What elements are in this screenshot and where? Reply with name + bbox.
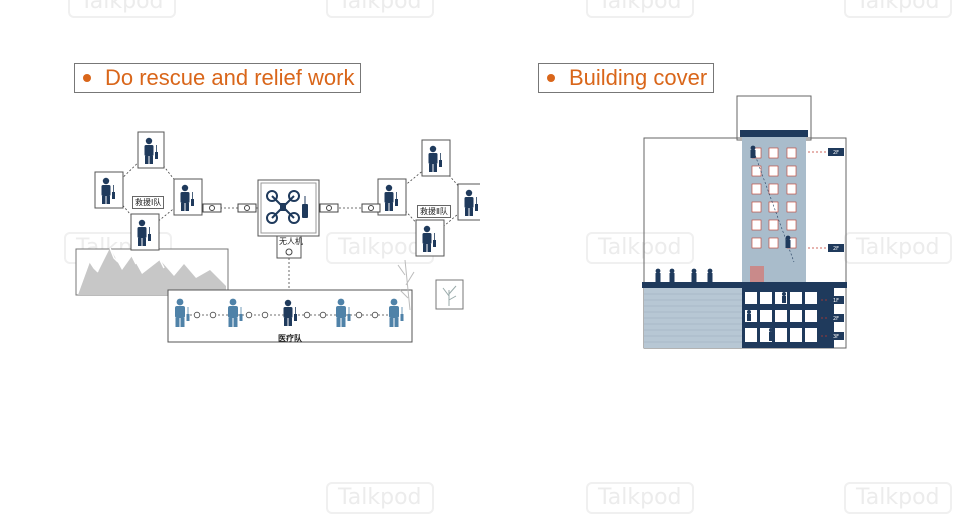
floor-tag: 2F [833,246,839,252]
bullet-icon [547,74,555,82]
roof-people [655,268,713,282]
watermark: Talkpod [586,232,694,264]
floor-tag: 2F [833,150,839,156]
watermark: Talkpod [844,0,952,18]
medical-team-label: 医疗队 [278,334,302,343]
building-heading-text: Building cover [569,65,708,90]
rescue-heading-text: Do rescue and relief work [105,65,355,90]
rescue-team2 [377,139,480,257]
floor-tag: 2F [833,316,839,322]
floor-tag: 3F [833,334,839,340]
watermark: Talkpod [68,0,176,18]
watermark: Talkpod [326,482,434,514]
repeater-icons [202,203,381,213]
watermark: Talkpod [844,482,952,514]
tree-sketch [397,259,464,311]
drone-label: 无人机 [279,237,303,246]
building-diagram: 2F 2F 1F 2F 3F [642,95,847,349]
watermark: Talkpod [326,0,434,18]
rescue-team1 [94,131,203,251]
floor-tags: 2F 2F 1F 2F 3F [808,148,844,340]
building-heading: Building cover [538,63,715,93]
mountains-graphic [75,247,229,296]
rescue-team2-label: 救援Ⅱ队 [417,205,451,218]
watermark: Talkpod [586,0,694,18]
watermark: Talkpod [586,482,694,514]
rescue-heading: Do rescue and relief work [74,63,362,93]
watermark: Talkpod [326,232,434,264]
drone-icon [257,179,320,259]
bullet-icon [83,74,91,82]
building-base [644,288,834,348]
watermark: Talkpod [844,232,952,264]
rescue-diagram [75,131,480,343]
medical-team [167,289,413,343]
building-tower [740,130,808,282]
rescue-team1-label: 救援Ⅰ队 [132,196,165,209]
floor-tag: 1F [833,298,839,304]
